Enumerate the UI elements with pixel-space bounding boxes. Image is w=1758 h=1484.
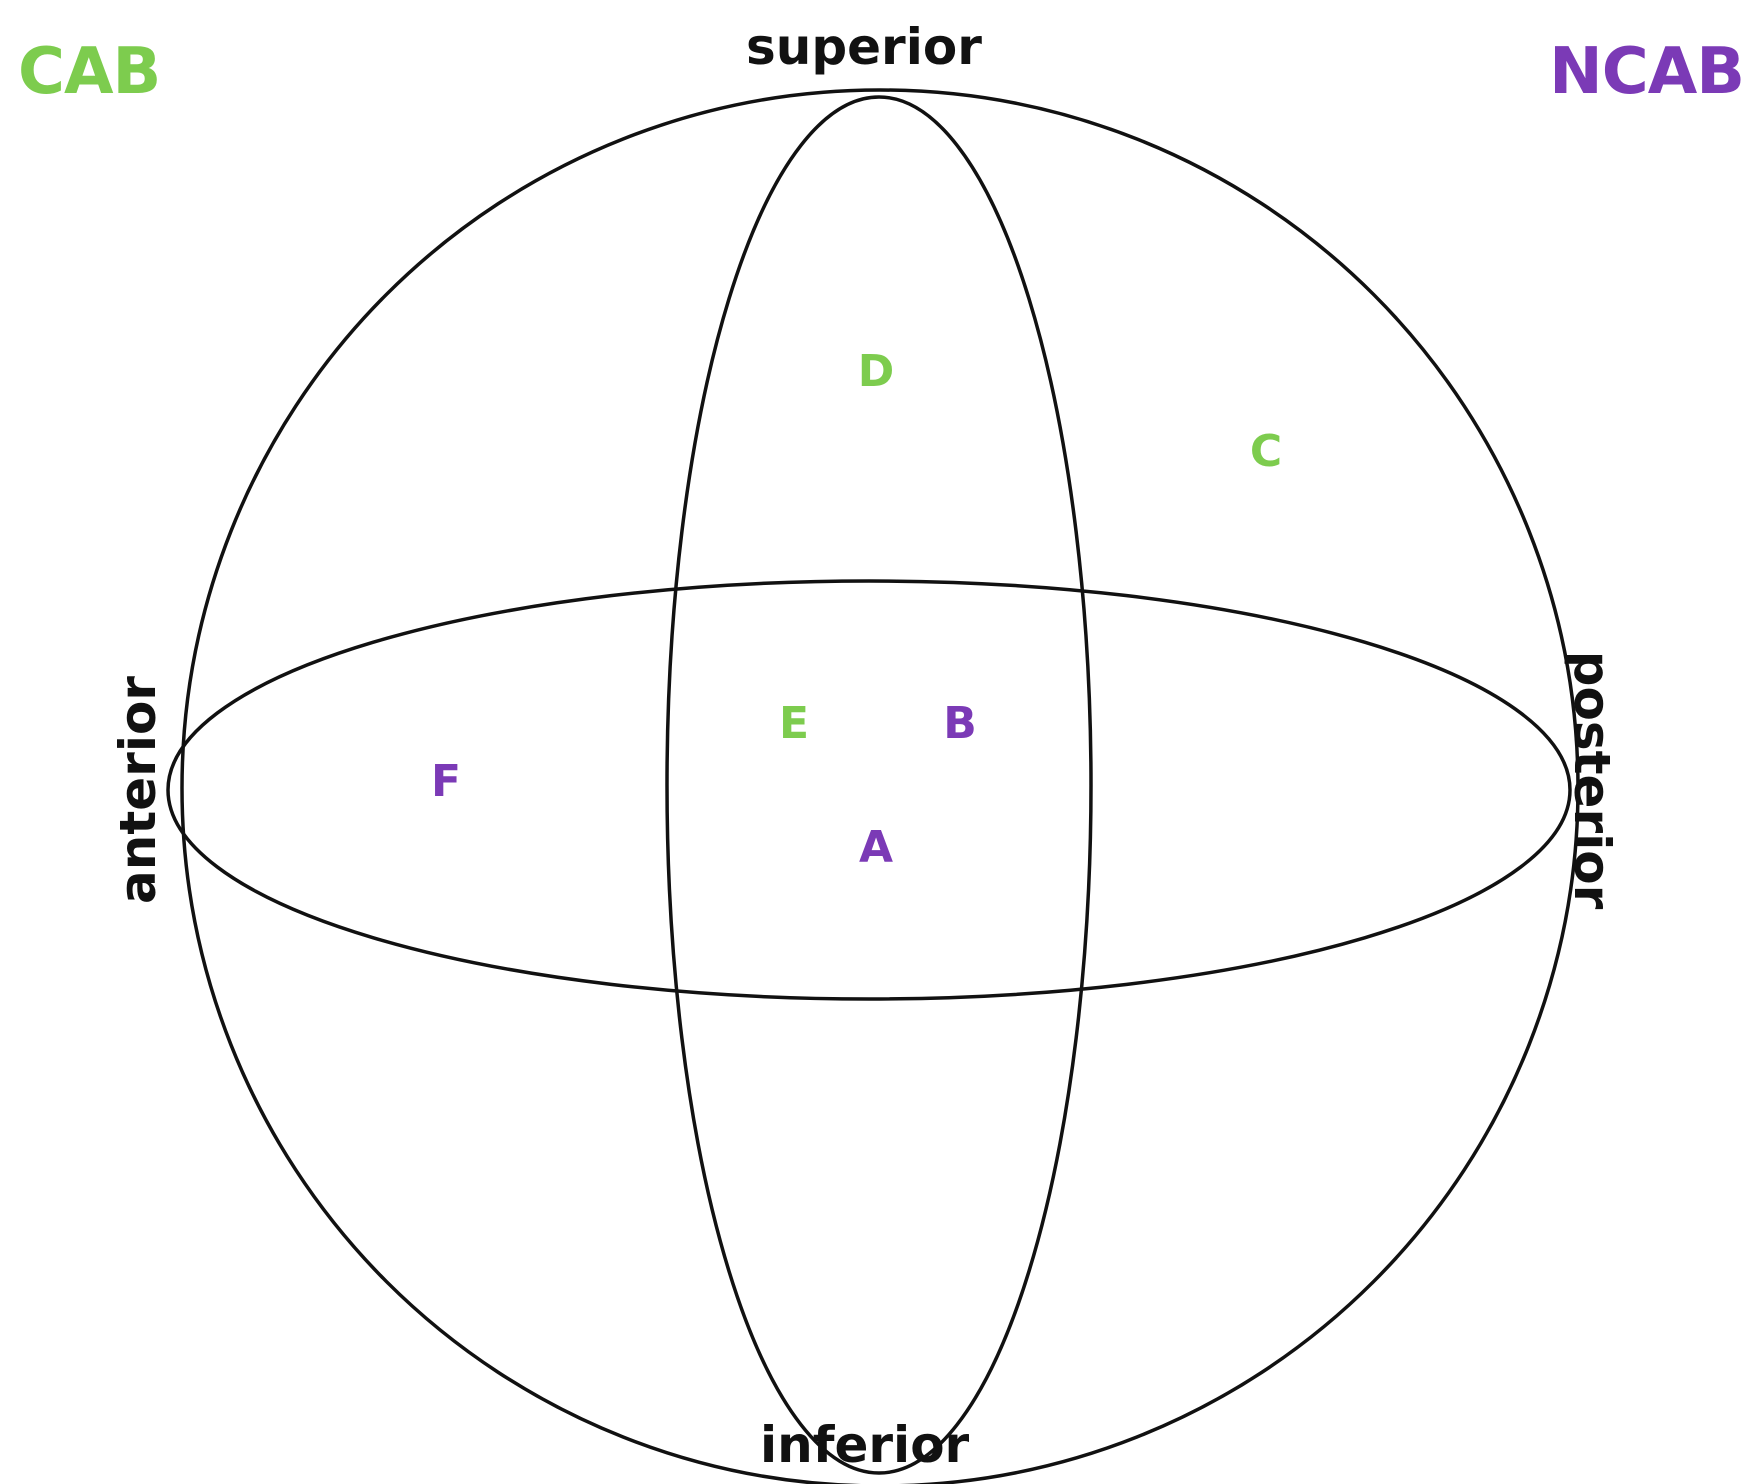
point-a: A: [858, 822, 894, 873]
posterior-label: posterior: [1563, 650, 1621, 910]
point-f: F: [430, 756, 462, 807]
point-e: E: [778, 698, 810, 749]
vertical-ellipse: [665, 95, 1093, 1475]
point-d: D: [857, 346, 895, 397]
horizontal-ellipse: [166, 579, 1572, 1001]
superior-label: superior: [746, 18, 982, 76]
point-b: B: [943, 698, 977, 749]
outer-sphere-outline: [180, 88, 1580, 1484]
legend-cab-label: CAB: [18, 35, 161, 109]
legend-ncab-label: NCAB: [1549, 35, 1745, 109]
inferior-label: inferior: [760, 1416, 970, 1474]
anterior-label: anterior: [109, 676, 167, 904]
point-c: C: [1249, 426, 1283, 477]
